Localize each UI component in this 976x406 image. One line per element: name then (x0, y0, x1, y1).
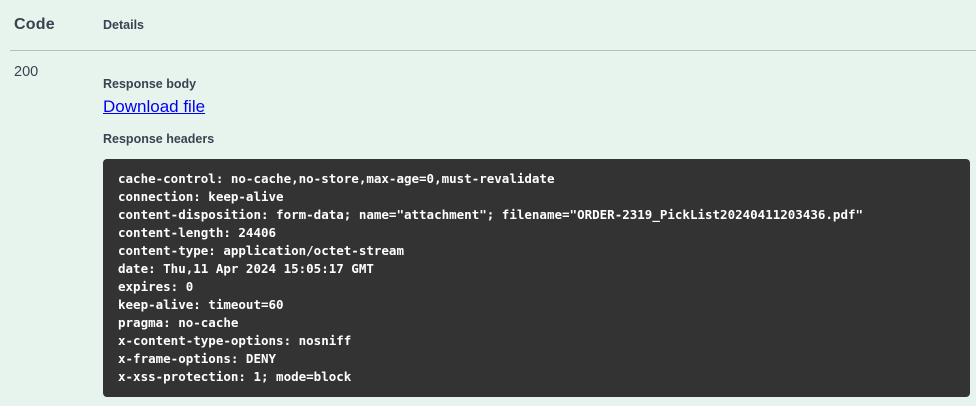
header-line: content-disposition: form-data; name="at… (118, 207, 864, 222)
header-line: x-xss-protection: 1; mode=block (118, 369, 352, 384)
header-line: content-length: 24406 (118, 225, 277, 240)
header-line: expires: 0 (118, 279, 194, 294)
details-column-header: Details (103, 18, 144, 32)
responses-table: Code Details 200 Response body Download … (0, 0, 976, 397)
download-file-link[interactable]: Download file (103, 97, 206, 116)
header-line: x-frame-options: DENY (118, 351, 277, 366)
header-line: x-content-type-options: nosniff (118, 333, 352, 348)
response-row: 200 Response body Download file Response… (0, 51, 976, 397)
response-headers-label: Response headers (103, 132, 215, 146)
header-divider (10, 50, 976, 51)
response-headers-block: cache-control: no-cache,no-store,max-age… (103, 159, 970, 397)
header-line: date: Thu,11 Apr 2024 15:05:17 GMT (118, 261, 374, 276)
header-line: content-type: application/octet-stream (118, 243, 404, 258)
header-line: cache-control: no-cache,no-store,max-age… (118, 171, 555, 186)
responses-table-header-row: Code Details (0, 0, 976, 50)
code-column-header: Code (14, 16, 55, 33)
status-code: 200 (14, 64, 39, 80)
response-body-label: Response body (103, 77, 197, 91)
header-line: pragma: no-cache (118, 315, 239, 330)
response-details: Response body Download file Response hea… (103, 51, 970, 397)
header-line: keep-alive: timeout=60 (118, 297, 284, 312)
header-line: connection: keep-alive (118, 189, 284, 204)
